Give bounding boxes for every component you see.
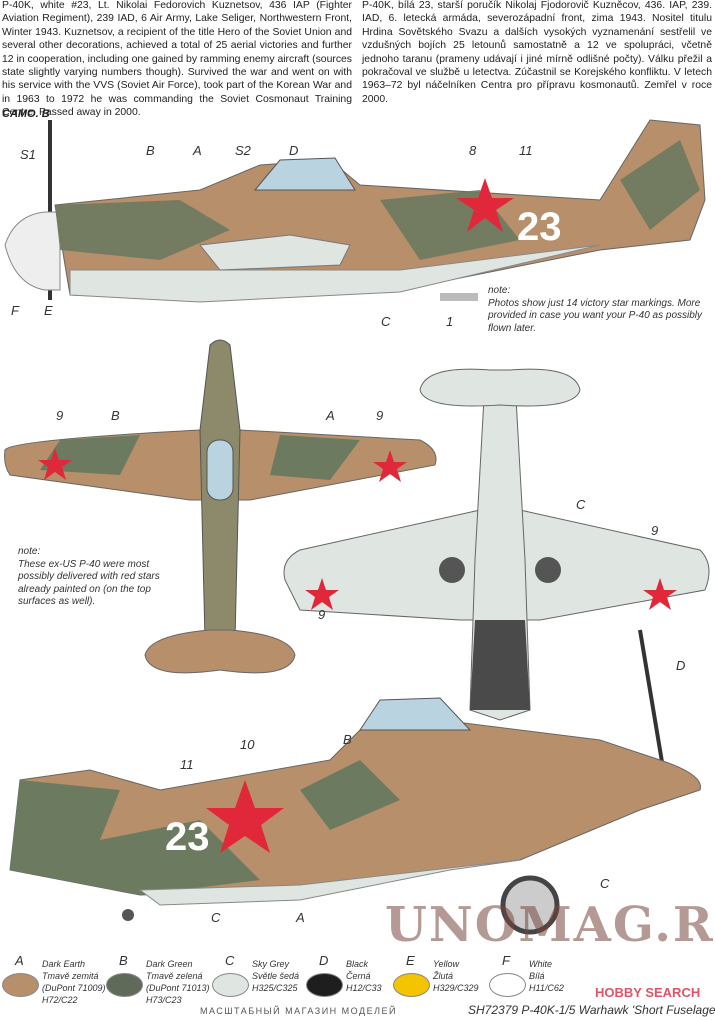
footer-title: SH72379 P-40K-1/5 Warhawk 'Short Fuselag… [468, 1003, 715, 1017]
callout-9: 9 [376, 408, 384, 423]
bottom-tailplane [419, 368, 581, 407]
top-tailplane [144, 629, 296, 674]
watermark: UNOMAG.RU [385, 897, 715, 953]
callout-c: C [600, 876, 610, 891]
callout-c: C [576, 497, 586, 512]
callout-11: 11 [180, 757, 194, 772]
fuselage-number-right: 23 [165, 815, 210, 859]
top-canopy [206, 439, 234, 501]
callout-b: B [146, 143, 155, 158]
callout-9: 9 [318, 607, 326, 622]
callout-s1: S1 [20, 147, 36, 162]
hobby-search-logo: HOBBY SEARCH [595, 985, 701, 1000]
callout-b: B [111, 408, 120, 423]
side-view-right: 23 [9, 629, 701, 935]
callout-1: 1 [446, 314, 454, 329]
note-victory-stars: note: Photos show just 14 victory star m… [488, 285, 708, 335]
bottom-view [283, 368, 710, 721]
watermark-subtitle: МАСШТАБНЫЙ МАГАЗИН МОДЕЛЕЙ [200, 1006, 397, 1016]
description-czech: P-40K, bílá 23, starší poručík Nikolaj F… [362, 0, 712, 105]
note-body: These ex-US P-40 were most possibly deli… [18, 558, 160, 608]
camo-label: CAMO. B [2, 108, 50, 120]
callout-e: E [44, 303, 53, 318]
note-title: note: [488, 285, 511, 296]
spinner [4, 211, 61, 291]
note-red-stars: note: These ex-US P-40 were most possibl… [18, 546, 168, 609]
main-wheel [500, 875, 560, 935]
red-star [456, 178, 514, 232]
canopy [253, 157, 356, 191]
wing-root [199, 234, 351, 271]
callout-a: A [193, 143, 202, 158]
callout-b: B [343, 732, 352, 747]
callout-d: D [289, 143, 299, 158]
callout-9: 9 [56, 408, 64, 423]
note-title: note: [18, 546, 41, 557]
callout-s2: S2 [235, 143, 251, 158]
callout-10: 10 [240, 737, 255, 752]
description-english: P-40K, white #23, Lt. Nikolai Fedorovich… [2, 0, 352, 119]
callout-9: 9 [651, 523, 659, 538]
side-view-left: 23 [4, 119, 706, 303]
callout-c: C [381, 314, 391, 329]
callout-d: D [676, 658, 686, 673]
fuselage-number: 23 [517, 205, 562, 249]
callout-8: 8 [469, 143, 477, 158]
victory-stars-sample [440, 293, 478, 301]
note-body: Photos show just 14 victory star marking… [488, 297, 703, 334]
callout-c: C [211, 910, 221, 925]
callout-a: A [326, 408, 335, 423]
callout-a: A [296, 910, 305, 925]
top-view [4, 339, 437, 674]
callout-11: 11 [519, 143, 533, 158]
callout-f: F [11, 303, 19, 318]
